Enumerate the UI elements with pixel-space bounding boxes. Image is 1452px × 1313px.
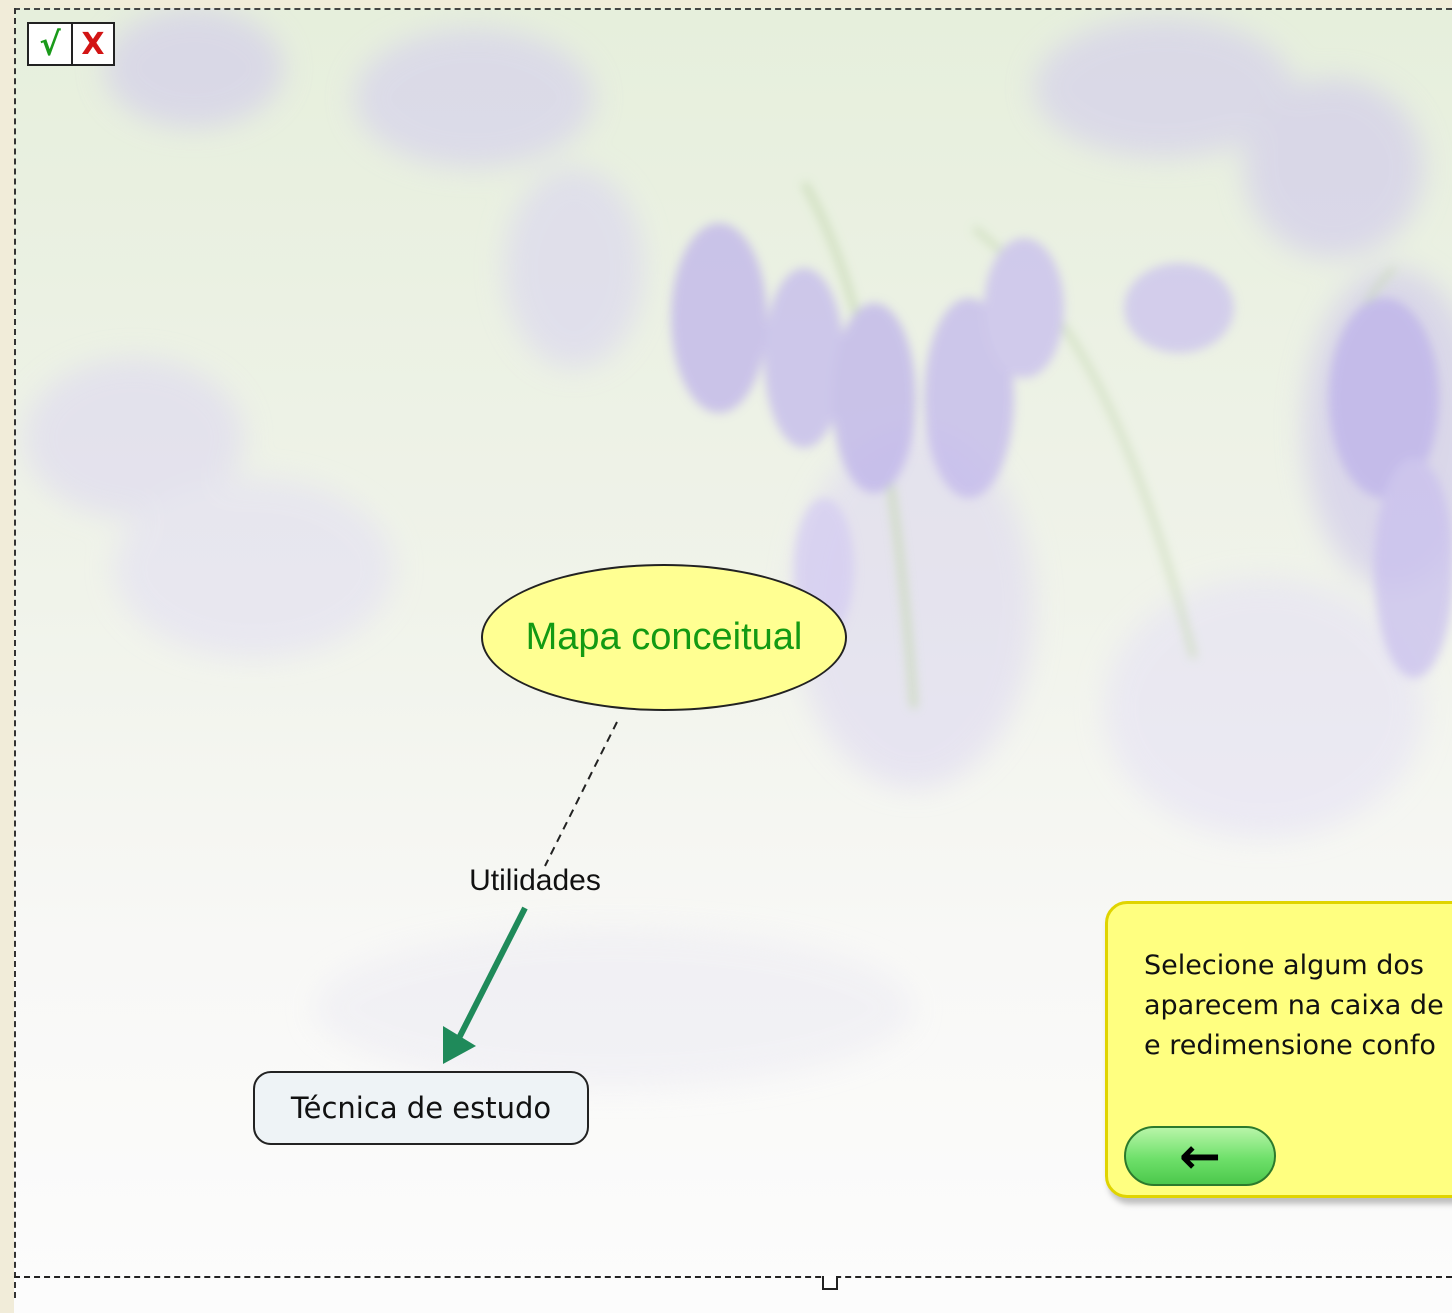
cancel-button[interactable]: X bbox=[70, 24, 113, 64]
accept-button[interactable]: √ bbox=[29, 24, 71, 64]
help-panel: Selecione algum dos aparecem na caixa de… bbox=[1105, 901, 1452, 1198]
resize-handle-bottom[interactable] bbox=[822, 1276, 838, 1290]
x-icon: X bbox=[81, 26, 105, 62]
canvas-bottom-border bbox=[14, 1276, 1452, 1278]
link-line-dashed bbox=[544, 721, 618, 867]
concept-node-main[interactable]: Mapa conceitual bbox=[481, 564, 847, 711]
concept-node-child[interactable]: Técnica de estudo bbox=[253, 1071, 589, 1145]
help-text-line: aparecem na caixa de bbox=[1144, 990, 1444, 1021]
check-icon: √ bbox=[39, 25, 61, 63]
link-arrow-line bbox=[455, 906, 528, 1042]
help-text-line: Selecione algum dos bbox=[1144, 950, 1424, 981]
canvas-left-border bbox=[14, 8, 16, 1298]
edit-toolbox: √ X bbox=[27, 22, 115, 66]
concept-node-child-label: Técnica de estudo bbox=[290, 1091, 552, 1125]
link-phrase[interactable]: Utilidades bbox=[469, 864, 601, 897]
help-text: Selecione algum dos aparecem na caixa de… bbox=[1144, 946, 1452, 1066]
back-button[interactable]: ← bbox=[1124, 1126, 1276, 1186]
link-arrowhead bbox=[443, 1026, 476, 1064]
arrow-left-icon: ← bbox=[1179, 1127, 1221, 1185]
concept-node-main-label: Mapa conceitual bbox=[525, 616, 803, 658]
help-text-line: e redimensione confo bbox=[1144, 1030, 1436, 1061]
canvas-top-border bbox=[14, 8, 1452, 10]
